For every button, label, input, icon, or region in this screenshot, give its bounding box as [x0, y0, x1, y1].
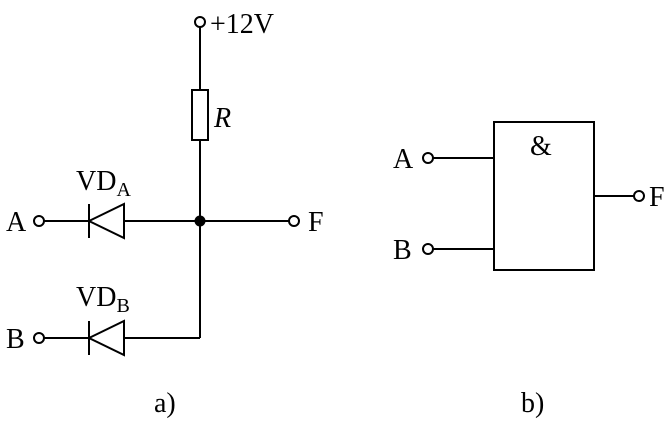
resistor-label: R: [213, 103, 231, 134]
and-gate-symbol: & A B F b): [393, 121, 665, 419]
input-a-label: A: [6, 207, 27, 238]
diode-vda-label: VDA: [76, 166, 131, 201]
gate-input-a-terminal: [422, 152, 434, 164]
input-a-terminal: [33, 215, 45, 227]
caption-a: a): [154, 388, 176, 419]
and-gate-symbol-label: &: [530, 131, 552, 162]
diode-vdb-label: VDB: [76, 282, 130, 317]
gate-output-f-terminal: [633, 190, 645, 202]
diode-vda: [86, 202, 125, 240]
gate-output-f-label: F: [649, 182, 665, 213]
output-f-terminal: [288, 215, 300, 227]
supply-label: +12V: [210, 9, 274, 40]
gate-input-a-label: A: [393, 144, 414, 175]
diode-logic-circuit: +12V R A VDA F B VDB: [6, 9, 324, 419]
gate-input-b-label: B: [393, 235, 412, 266]
output-f-label: F: [308, 207, 324, 238]
input-b-terminal: [33, 332, 45, 344]
input-b-label: B: [6, 324, 25, 355]
diode-vdb: [86, 319, 125, 357]
supply-terminal: [194, 16, 206, 28]
gate-input-b-terminal: [422, 243, 434, 255]
resistor: [191, 89, 209, 141]
caption-b: b): [521, 388, 544, 419]
